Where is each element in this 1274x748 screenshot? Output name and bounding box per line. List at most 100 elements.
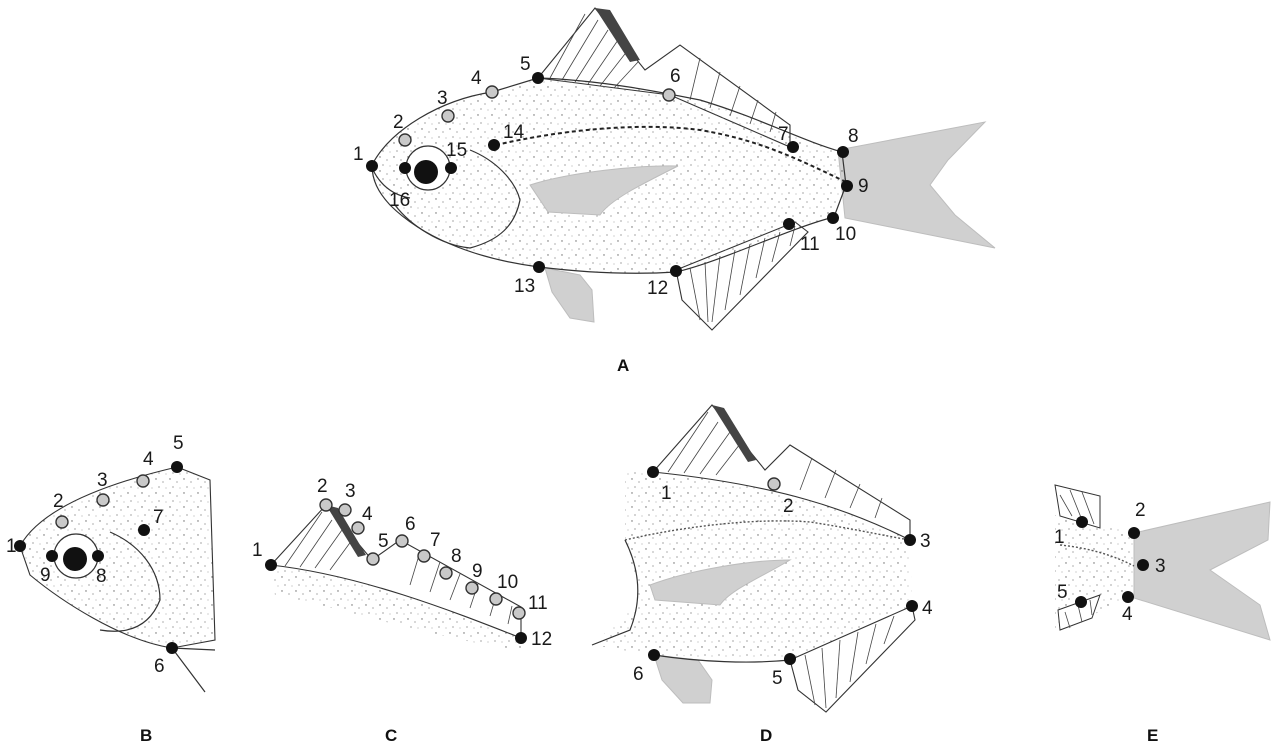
panel-b-title: B bbox=[140, 726, 152, 745]
panel-a-landmark-3 bbox=[442, 110, 454, 122]
panel-a-landmark-2 bbox=[399, 134, 411, 146]
panel-a-label-4: 4 bbox=[471, 68, 482, 89]
panel-a-label-8: 8 bbox=[848, 126, 859, 147]
panel-a-landmark-13 bbox=[533, 261, 545, 273]
panel-a-label-15: 15 bbox=[446, 140, 467, 161]
panel-a-landmark-5 bbox=[532, 72, 544, 84]
panel-c-label-12: 12 bbox=[531, 629, 552, 650]
panel-a-landmark-7 bbox=[787, 141, 799, 153]
panel-a-label-13: 13 bbox=[514, 276, 535, 297]
panel-a-landmark-10 bbox=[827, 212, 839, 224]
panel-a-label-3: 3 bbox=[437, 88, 448, 109]
panel-b-pelvic-spine bbox=[172, 648, 215, 692]
panel-a-label-9: 9 bbox=[858, 176, 869, 197]
panel-a-landmark-16 bbox=[399, 162, 411, 174]
panel-b-eye-pupil bbox=[63, 547, 87, 571]
panel-a-landmark-6 bbox=[663, 89, 675, 101]
panel-d-label-1: 1 bbox=[661, 483, 672, 504]
panel-a-label-1: 1 bbox=[353, 144, 364, 165]
panel-b-landmark-6 bbox=[166, 642, 178, 654]
panel-b-landmark-4 bbox=[137, 475, 149, 487]
panel-a-label-16: 16 bbox=[389, 190, 410, 211]
panel-c-label-2: 2 bbox=[317, 476, 328, 497]
panel-a-label-11: 11 bbox=[800, 234, 820, 255]
panel-a-label-6: 6 bbox=[670, 66, 681, 87]
panel-b-landmark-2 bbox=[56, 516, 68, 528]
panel-a-label-7: 7 bbox=[778, 124, 789, 145]
panel-c-landmark-5 bbox=[367, 553, 379, 565]
panel-c-landmark-2 bbox=[320, 499, 332, 511]
panel-c-dorsal bbox=[271, 505, 521, 650]
panel-d-landmark-4 bbox=[906, 600, 918, 612]
panel-c-label-7: 7 bbox=[430, 530, 441, 551]
panel-a-landmark-9 bbox=[841, 180, 853, 192]
panel-e-landmark-3 bbox=[1137, 559, 1149, 571]
panel-b-label-3: 3 bbox=[97, 470, 108, 491]
panel-c-label-5: 5 bbox=[378, 531, 389, 552]
panel-b-label-4: 4 bbox=[143, 449, 154, 470]
panel-b-label-8: 8 bbox=[96, 566, 107, 587]
panel-d-title: D bbox=[760, 726, 772, 745]
panel-e-label-2: 2 bbox=[1135, 500, 1146, 521]
panel-c-landmark-10 bbox=[490, 593, 502, 605]
panel-c-label-3: 3 bbox=[345, 481, 356, 502]
panel-d-label-5: 5 bbox=[772, 668, 783, 689]
panel-b-landmark-9 bbox=[46, 550, 58, 562]
panel-b-label-5: 5 bbox=[173, 433, 184, 454]
panel-e-label-3: 3 bbox=[1155, 556, 1166, 577]
panel-a-landmark-4 bbox=[486, 86, 498, 98]
panel-e-title: E bbox=[1147, 726, 1158, 745]
panel-c-label-6: 6 bbox=[405, 514, 416, 535]
panel-a-landmark-1 bbox=[366, 160, 378, 172]
panel-d-landmark-2 bbox=[768, 478, 780, 490]
panel-b-label-6: 6 bbox=[154, 656, 165, 677]
panel-d-label-2: 2 bbox=[783, 496, 794, 517]
panel-a-landmark-11 bbox=[783, 218, 795, 230]
panel-c-label-9: 9 bbox=[472, 561, 483, 582]
panel-e-landmark-5 bbox=[1075, 596, 1087, 608]
panel-c-landmark-12 bbox=[515, 632, 527, 644]
panel-d-pelvic-fin bbox=[654, 655, 712, 703]
panel-c-landmark-11 bbox=[513, 607, 525, 619]
panel-b-landmark-5 bbox=[171, 461, 183, 473]
panel-c-landmark-8 bbox=[440, 567, 452, 579]
panel-d-label-3: 3 bbox=[920, 531, 931, 552]
panel-d-landmark-1 bbox=[647, 466, 659, 478]
panel-c-landmark-1 bbox=[265, 559, 277, 571]
panel-c-landmark-7 bbox=[418, 550, 430, 562]
panel-d-landmark-3 bbox=[904, 534, 916, 546]
panel-e-label-1: 1 bbox=[1054, 527, 1065, 548]
panel-c-label-11: 11 bbox=[528, 593, 548, 614]
panel-a-pelvic-fin bbox=[545, 268, 594, 322]
panel-a-label-5: 5 bbox=[520, 54, 531, 75]
panel-e-label-5: 5 bbox=[1057, 582, 1068, 603]
panel-c-landmark-3 bbox=[339, 504, 351, 516]
panel-d-landmark-5 bbox=[784, 653, 796, 665]
panel-b-landmark-7 bbox=[138, 524, 150, 536]
panel-c-label-4: 4 bbox=[362, 504, 373, 525]
panel-a-eye-pupil bbox=[414, 160, 438, 184]
panel-a-label-14: 14 bbox=[503, 122, 525, 143]
panel-c-landmark-6 bbox=[396, 535, 408, 547]
panel-a-landmark-12 bbox=[670, 265, 682, 277]
panel-a-landmark-15 bbox=[445, 162, 457, 174]
panel-b-landmark-3 bbox=[97, 494, 109, 506]
panel-c-landmark-9 bbox=[466, 582, 478, 594]
panel-d-label-6: 6 bbox=[633, 664, 644, 685]
panel-b-label-7: 7 bbox=[153, 507, 164, 528]
panel-a-landmark-14 bbox=[488, 139, 500, 151]
panel-e-landmark-4 bbox=[1122, 591, 1134, 603]
panel-a-landmark-8 bbox=[837, 146, 849, 158]
panel-c-label-10: 10 bbox=[497, 572, 518, 593]
panel-c-title: C bbox=[385, 726, 397, 745]
panel-a-fish bbox=[372, 8, 995, 330]
panel-b-landmark-8 bbox=[92, 550, 104, 562]
panel-a-label-10: 10 bbox=[835, 224, 856, 245]
panel-a-title: A bbox=[617, 356, 629, 375]
panel-c-label-1: 1 bbox=[252, 540, 263, 561]
panel-c-label-8: 8 bbox=[451, 546, 462, 567]
panel-b-label-1: 1 bbox=[6, 536, 17, 557]
panel-e-landmark-2 bbox=[1128, 527, 1140, 539]
panel-e-label-4: 4 bbox=[1122, 604, 1133, 625]
